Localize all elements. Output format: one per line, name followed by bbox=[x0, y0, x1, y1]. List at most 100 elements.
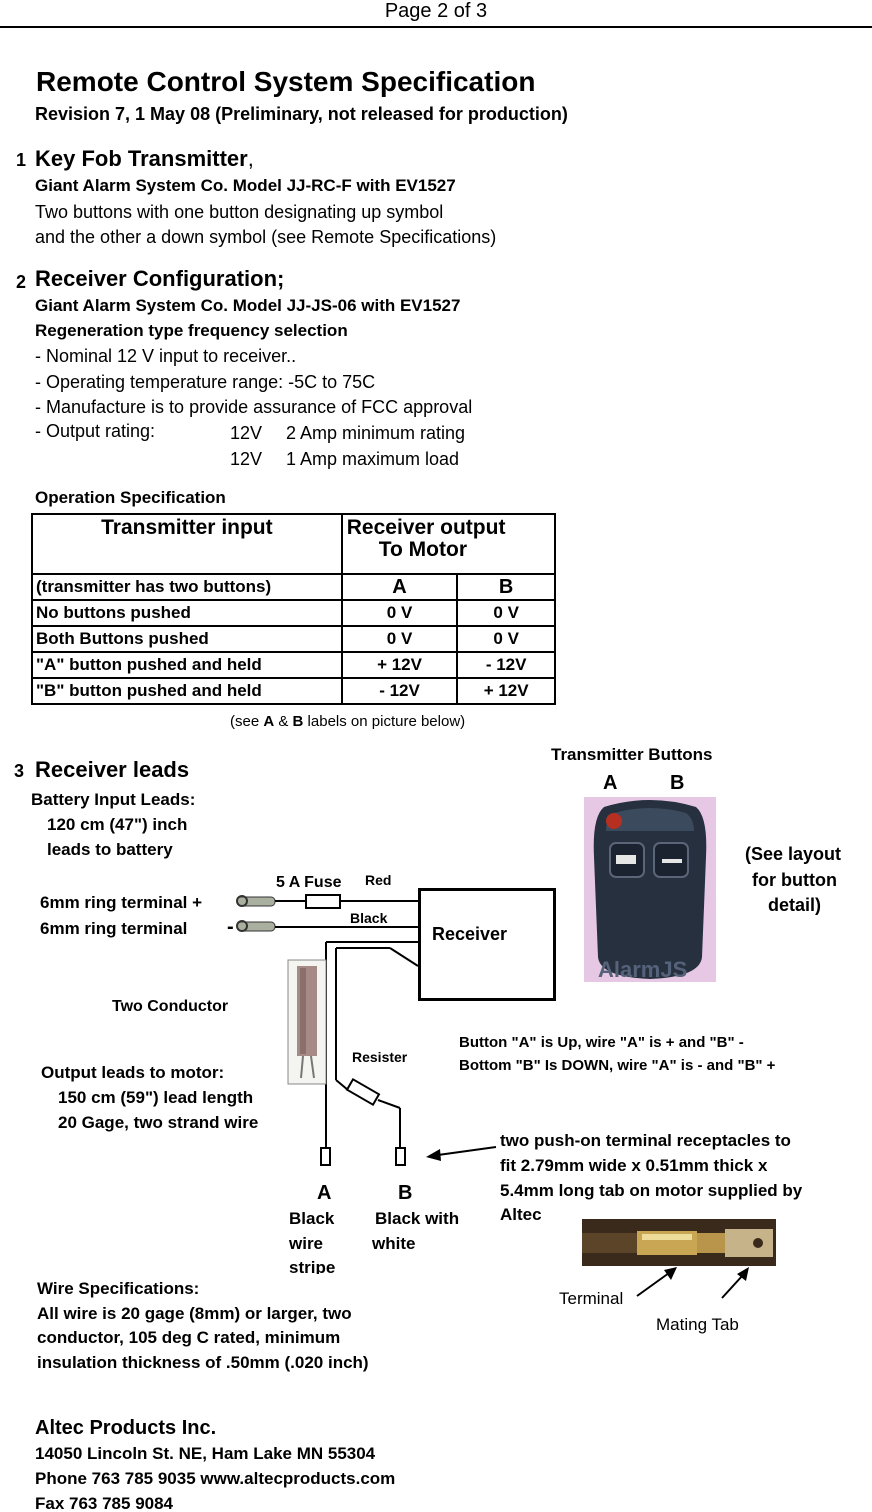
rating-2-text: 1 Amp maximum load bbox=[286, 449, 460, 469]
section-1-heading: Key Fob Transmitter, bbox=[35, 146, 254, 172]
two-conductor-image bbox=[287, 959, 327, 1085]
battery-leads-title: Battery Input Leads: bbox=[31, 790, 196, 809]
section-2-heading: Receiver Configuration; bbox=[35, 266, 285, 291]
company-name: Altec Products Inc. bbox=[35, 1417, 217, 1439]
fob-desc-1: Two buttons with one button designating … bbox=[35, 202, 444, 222]
wire-spec-2: conductor, 105 deg C rated, minimum bbox=[37, 1328, 341, 1347]
ring-terminal-negative-shape bbox=[236, 920, 276, 932]
tx-button-b-label: B bbox=[670, 772, 685, 794]
row-a: 0 V bbox=[340, 625, 459, 653]
rating-1-voltage: 12V bbox=[230, 423, 263, 443]
terminal-image bbox=[582, 1219, 776, 1266]
see-layout-3: detail) bbox=[768, 895, 822, 915]
output-lead-b-start bbox=[389, 947, 419, 967]
wire-spec-title: Wire Specifications: bbox=[37, 1279, 200, 1298]
company-address: 14050 Lincoln St. NE, Ham Lake MN 55304 bbox=[35, 1444, 376, 1463]
button-a-desc: Button "A" is Up, wire "A" is + and "B" … bbox=[459, 1034, 744, 1051]
table-row: "A" button pushed and held + 12V - 12V bbox=[31, 651, 556, 679]
row-label: Both Buttons pushed bbox=[31, 625, 343, 653]
spec-bullet-2: - Operating temperature range: -5C to 75… bbox=[35, 372, 376, 392]
row-a: 0 V bbox=[340, 599, 459, 627]
wire-spec-1: All wire is 20 gage (8mm) or larger, two bbox=[37, 1304, 352, 1323]
lead-b-color-2: white bbox=[372, 1234, 416, 1253]
push-on-4: Altec bbox=[500, 1205, 542, 1224]
row-b: + 12V bbox=[456, 677, 556, 705]
connector-a bbox=[320, 1147, 331, 1166]
rating-2-voltage: 12V bbox=[230, 449, 263, 469]
see-layout-1: (See layout bbox=[745, 844, 842, 864]
section-2-number: 2 bbox=[16, 272, 27, 292]
table-row: "B" button pushed and held - 12V + 12V bbox=[31, 677, 556, 705]
battery-leads-desc: leads to battery bbox=[47, 840, 173, 859]
row-label: No buttons pushed bbox=[31, 599, 343, 627]
ring-terminal-positive: 6mm ring terminal + bbox=[40, 893, 203, 912]
section-3-heading: Receiver leads bbox=[35, 757, 190, 782]
company-fax: Fax 763 785 9084 bbox=[35, 1494, 174, 1512]
table-header-row: Transmitter input Receiver output To Mot… bbox=[31, 513, 557, 575]
table-row: (transmitter has two buttons) A B bbox=[31, 573, 556, 601]
header-receiver-output-line2: To Motor bbox=[378, 538, 467, 561]
row-a: - 12V bbox=[340, 677, 459, 705]
operation-table: Transmitter input Receiver output To Mot… bbox=[31, 513, 557, 705]
table-note: (see A & B labels on picture below) bbox=[230, 713, 465, 730]
lead-b-label: B bbox=[398, 1182, 413, 1204]
lead-a-color-1: Black bbox=[289, 1209, 335, 1228]
row-b: - 12V bbox=[456, 651, 556, 679]
output-leads-title: Output leads to motor: bbox=[41, 1063, 225, 1082]
resister-label: Resister bbox=[352, 1049, 408, 1065]
resister-lead-in bbox=[335, 1079, 349, 1091]
company-phone: Phone 763 785 9035 www.altecproducts.com bbox=[35, 1469, 396, 1488]
ring-terminal-negative: 6mm ring terminal bbox=[40, 919, 188, 938]
key-fob-image: AlarmJS bbox=[584, 797, 716, 982]
row-b: 0 V bbox=[456, 625, 556, 653]
push-on-3: 5.4mm long tab on motor supplied by bbox=[500, 1181, 803, 1200]
ring-terminal-positive-shape bbox=[236, 895, 276, 907]
fuse-symbol bbox=[305, 894, 341, 909]
table-note-b: B bbox=[292, 713, 304, 730]
tx-button-a-label: A bbox=[603, 772, 618, 794]
terminal-arrow-head bbox=[664, 1267, 677, 1280]
rating-1-text: 2 Amp minimum rating bbox=[286, 423, 466, 443]
terminal-label: Terminal bbox=[559, 1289, 624, 1308]
regeneration-line: Regeneration type frequency selection bbox=[35, 321, 348, 340]
button-b-desc: Bottom "B" Is DOWN, wire "A" is - and "B… bbox=[459, 1057, 776, 1074]
negative-sign: - bbox=[227, 916, 234, 938]
section-3-number: 3 bbox=[14, 761, 25, 781]
resister-symbol bbox=[345, 1077, 381, 1107]
push-on-arrow-line bbox=[437, 1146, 497, 1156]
row-b: 0 V bbox=[456, 599, 556, 627]
row-a: A bbox=[340, 573, 459, 601]
row-label: (transmitter has two buttons) bbox=[31, 573, 343, 601]
section-1-heading-text: Key Fob Transmitter bbox=[35, 146, 248, 171]
document-title: Remote Control System Specification bbox=[36, 66, 536, 97]
mating-arrow-line bbox=[721, 1274, 744, 1299]
fob-watermark: AlarmJS bbox=[598, 957, 687, 982]
header-transmitter-input: Transmitter input bbox=[31, 513, 343, 575]
row-label: "A" button pushed and held bbox=[31, 651, 343, 679]
black-wire-label: Black bbox=[350, 910, 388, 926]
lead-a-label: A bbox=[317, 1182, 332, 1204]
wire-spec-3: insulation thickness of .50mm (.020 inch… bbox=[37, 1353, 369, 1372]
see-layout-2: for button bbox=[752, 870, 837, 890]
fob-model: Giant Alarm System Co. Model JJ-RC-F wit… bbox=[35, 176, 456, 195]
red-wire-label: Red bbox=[365, 872, 392, 888]
lead-b-color-1: Black with bbox=[375, 1209, 460, 1228]
ops-title: Operation Specification bbox=[35, 488, 226, 507]
output-leads-gage: 20 Gage, two strand wire bbox=[58, 1113, 259, 1132]
table-row: No buttons pushed 0 V 0 V bbox=[31, 599, 556, 627]
resister-lead-out bbox=[377, 1099, 401, 1109]
fob-desc-2: and the other a down symbol (see Remote … bbox=[35, 227, 497, 247]
revision-line: Revision 7, 1 May 08 (Preliminary, not r… bbox=[35, 104, 568, 124]
output-leads-length: 150 cm (59") lead length bbox=[58, 1088, 254, 1107]
terminal-drawing bbox=[582, 1219, 776, 1266]
spec-bullet-3: - Manufacture is to provide assurance of… bbox=[35, 397, 473, 417]
transmitter-buttons-title: Transmitter Buttons bbox=[551, 745, 713, 764]
fuse-label: 5 A Fuse bbox=[276, 874, 342, 891]
row-label: "B" button pushed and held bbox=[31, 677, 343, 705]
lead-a-color-2: wire bbox=[289, 1234, 324, 1253]
receiver-label: Receiver bbox=[432, 924, 508, 944]
table-note-pre: (see bbox=[230, 713, 264, 730]
battery-leads-length: 120 cm (47") inch bbox=[47, 815, 188, 834]
spec-bullet-4: - Output rating: bbox=[35, 421, 156, 441]
